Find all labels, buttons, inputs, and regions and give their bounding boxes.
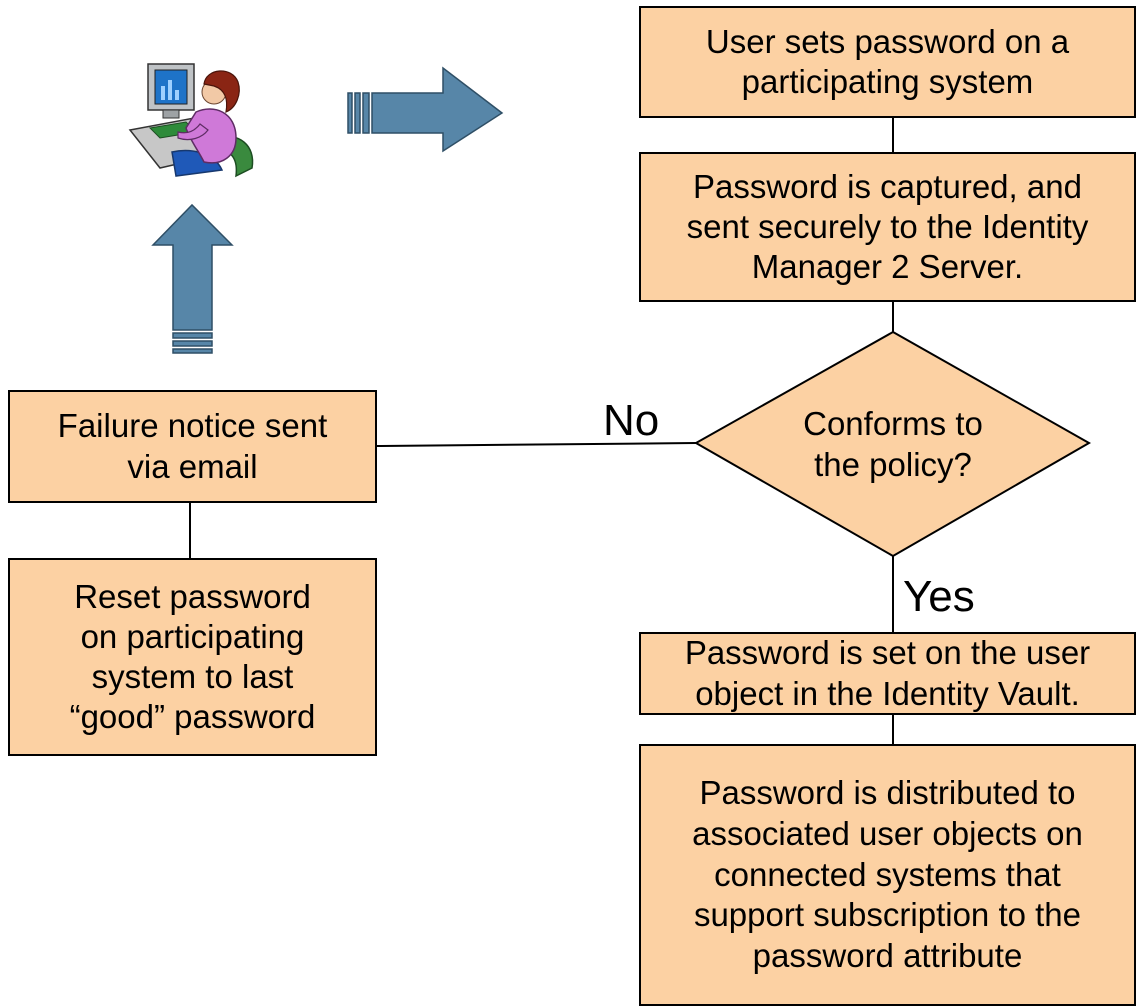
decision-conforms-to-policy: Conforms to the policy?: [803, 404, 983, 483]
node-password-captured: Password is captured, and sent securely …: [639, 152, 1136, 302]
edge-label-yes: Yes: [903, 572, 975, 621]
edge-label-no: No: [603, 396, 660, 445]
arrow-right-icon: [347, 66, 504, 153]
node-failure-notice: Failure notice sent via email: [8, 390, 377, 503]
node-user-sets-password: User sets password on a participating sy…: [639, 6, 1136, 118]
arrow-up-icon: [151, 203, 234, 354]
node-reset-password: Reset password on participating system t…: [8, 558, 377, 756]
node-password-distributed: Password is distributed to associated us…: [639, 744, 1136, 1006]
node-password-set-in-vault: Password is set on the user object in th…: [639, 632, 1136, 715]
connectors: [189, 118, 894, 744]
connector-decision-to-failure: [376, 442, 697, 447]
user-at-computer-icon: [128, 63, 254, 178]
decision-diamond: [693, 330, 1092, 558]
